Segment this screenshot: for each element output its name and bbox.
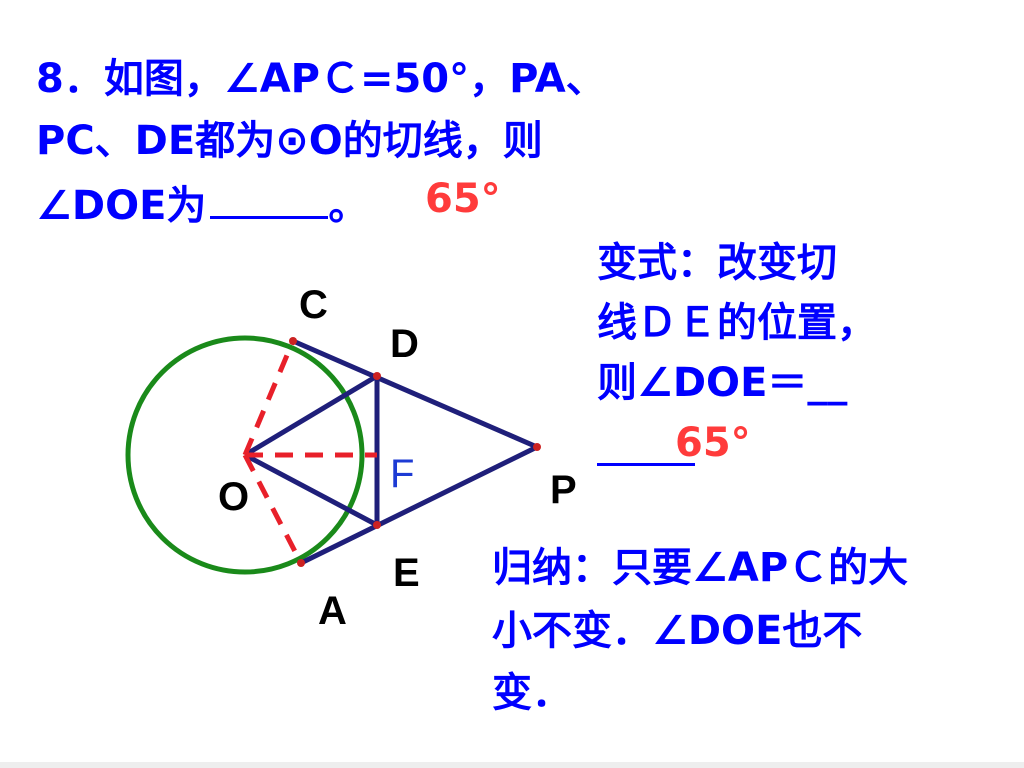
segment-oe (243, 452, 379, 528)
label-o: O (218, 475, 249, 519)
point-c (289, 337, 297, 345)
segment-pa (299, 444, 539, 566)
summary-line-3: 变． (492, 670, 572, 716)
label-f: F (390, 452, 414, 496)
segment-pc (292, 338, 538, 450)
radius-oc (242, 340, 296, 456)
circle-o (125, 335, 365, 575)
problem-answer: 65° (425, 176, 501, 222)
bottom-bar (0, 762, 1024, 768)
radius-oa (242, 453, 304, 565)
label-d: D (390, 322, 419, 366)
variation-answer-blank (597, 463, 695, 466)
problem-line-3-suffix: 。 (328, 183, 369, 229)
problem-line-3-prefix: ∠DOE为 (36, 183, 207, 229)
problem-line-2: PC、DE都为⊙O的切线，则 (36, 118, 543, 164)
problem-line-1: 8．如图，∠APＣ=50°，PA、 (36, 56, 606, 102)
answer-blank (210, 182, 329, 219)
point-p (533, 443, 541, 451)
variation-line-2: 线ＤＥ的位置， (597, 300, 877, 346)
variation-line-3: 则∠DOE＝__ (597, 360, 848, 406)
summary-line-1: 归纳：只要∠APＣ的大 (492, 545, 909, 591)
label-e: E (393, 551, 420, 595)
point-e (373, 521, 381, 529)
segment-od (243, 373, 379, 458)
label-a: A (318, 589, 347, 633)
summary-line-2: 小不变．∠DOE也不 (492, 608, 863, 654)
label-p: P (550, 468, 577, 512)
problem-line-3: ∠DOE为 。 (36, 182, 368, 229)
variation-line-1: 变式：改变切 (597, 240, 837, 286)
variation-answer: 65° (675, 420, 751, 466)
label-c: C (299, 283, 328, 327)
point-d (373, 372, 381, 380)
point-a (297, 559, 305, 567)
